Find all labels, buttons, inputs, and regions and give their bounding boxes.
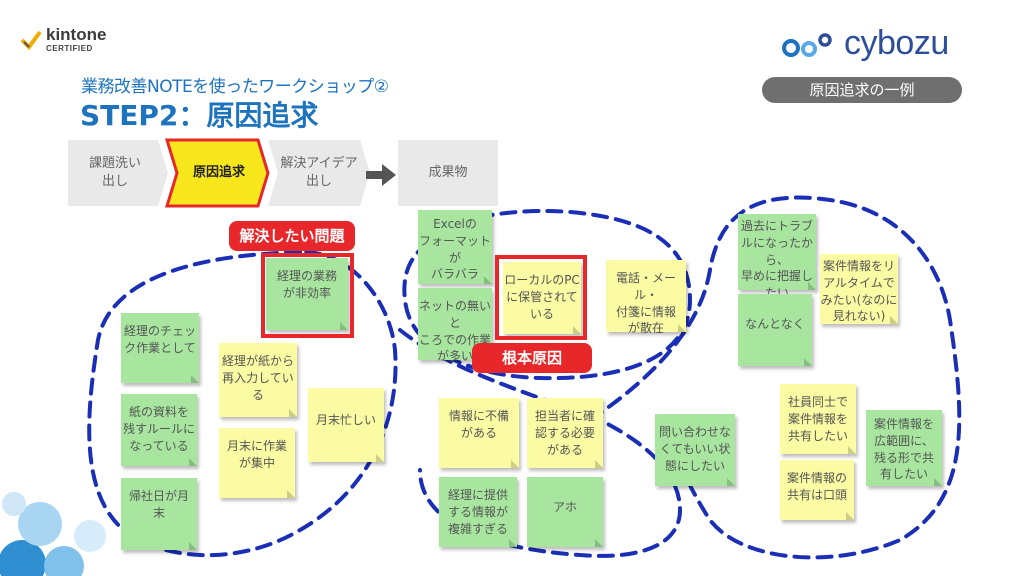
sticky-note: 帰社日が月 末 bbox=[121, 478, 197, 550]
step-deliverable: 成果物 bbox=[398, 140, 498, 206]
note-text: 経理の業務 が非効率 bbox=[276, 269, 337, 300]
note-text: 情報に不備 がある bbox=[448, 409, 509, 440]
sticky-note: 紙の資料を 残すルールに なっている bbox=[121, 394, 197, 466]
example-badge: 原因追求の一例 bbox=[762, 77, 962, 103]
sticky-note: 過去にトラブ ルになったから、 早めに把握し たい bbox=[738, 214, 816, 300]
note-text: 案件情報を 広範囲に、 残る形で共 有したい bbox=[873, 417, 934, 482]
sticky-note: 案件情報をリ アルタイムで みたい(なのに 見れない) bbox=[820, 254, 898, 324]
sticky-note: なんとなく bbox=[738, 294, 812, 366]
step-issue-listing: 課題洗い 出し bbox=[70, 140, 160, 206]
note-text: ネットの無いと ころでの作業 が多い bbox=[418, 299, 491, 364]
note-text: 月末に作業 が集中 bbox=[226, 439, 287, 470]
note-text: アホ bbox=[552, 500, 577, 514]
note-text: 案件情報をリ アルタイムで みたい(なのに 見れない) bbox=[820, 259, 898, 324]
step-label: 課題洗い 出し bbox=[88, 156, 141, 189]
sticky-note: 社員同士で 案件情報を 共有したい bbox=[780, 384, 856, 454]
sticky-note: アホ bbox=[527, 477, 603, 547]
note-text: 月末忙しい bbox=[315, 413, 376, 427]
problem-label: 解決したい問題 bbox=[229, 221, 355, 251]
note-text: 問い合わせな くてもいい状 態にしたい bbox=[658, 425, 731, 473]
step-solution-ideas: 解決アイデア 出し bbox=[276, 140, 362, 206]
cybozu-wordmark: cybozu bbox=[844, 24, 949, 62]
cybozu-logo: cybozu bbox=[782, 24, 949, 63]
kintone-certified-logo: kintone CERTIFIED bbox=[20, 26, 106, 53]
certified-label: CERTIFIED bbox=[46, 44, 93, 53]
problem-highlight-box bbox=[261, 253, 354, 338]
note-text: 過去にトラブ ルになったから、 早めに把握し たい bbox=[740, 219, 813, 300]
sticky-note: 情報に不備 がある bbox=[439, 398, 519, 468]
note-text: 社員同士で 案件情報を 共有したい bbox=[787, 395, 848, 443]
sticky-note: 問い合わせな くてもいい状 態にしたい bbox=[655, 414, 735, 486]
decorative-circles bbox=[0, 492, 106, 576]
right-arrow-icon bbox=[366, 164, 396, 186]
note-text: なんとなく bbox=[745, 317, 805, 331]
kintone-wordmark: kintone bbox=[46, 25, 107, 44]
root-cause-highlight-box bbox=[495, 255, 587, 340]
note-text: 経理に提供 する情報が 複雑すぎる bbox=[447, 488, 508, 536]
sticky-note: 月末忙しい bbox=[308, 388, 384, 462]
note-text: 帰社日が月 末 bbox=[128, 489, 189, 520]
sticky-note: ローカルのPC に保管されて いる bbox=[503, 262, 581, 334]
root-cause-label: 根本原因 bbox=[472, 343, 592, 373]
note-text: 担当者に確 認する必要 がある bbox=[534, 409, 595, 457]
step-label: 成果物 bbox=[428, 165, 468, 181]
sticky-note: 担当者に確 認する必要 がある bbox=[527, 398, 603, 468]
note-text: 案件情報の 共有は口頭 bbox=[786, 471, 847, 502]
sticky-note: 案件情報を 広範囲に、 残る形で共 有したい bbox=[866, 410, 942, 486]
page-title: STEP2：原因追求 bbox=[80, 99, 319, 132]
sticky-note: 経理に提供 する情報が 複雑すぎる bbox=[439, 477, 517, 547]
sticky-note: 経理が紙から 再入力してい る bbox=[219, 343, 297, 417]
note-text: ローカルのPC に保管されて いる bbox=[504, 273, 580, 321]
note-text: 紙の資料を 残すルールに なっている bbox=[122, 405, 195, 453]
note-text: Excelの フォーマットが バラバラ bbox=[418, 217, 491, 282]
sticky-note: 電話・メール・ 付箋に情報 が散在 bbox=[606, 260, 686, 335]
sticky-note: Excelの フォーマットが バラバラ bbox=[418, 210, 492, 284]
cybozu-circles-icon bbox=[782, 32, 832, 57]
page-subtitle: 業務改善NOTEを使ったワークショップ② bbox=[81, 77, 389, 97]
sticky-note: 月末に作業 が集中 bbox=[219, 428, 295, 498]
step-cause-analysis: 原因追求 bbox=[178, 140, 260, 206]
sticky-note: 経理のチェッ ク作業として bbox=[121, 313, 199, 383]
note-text: 電話・メール・ 付箋に情報 が散在 bbox=[615, 271, 676, 336]
note-text: 経理が紙から 再入力してい る bbox=[221, 354, 294, 402]
step-label: 解決アイデア 出し bbox=[280, 156, 358, 189]
sticky-note: 経理の業務 が非効率 bbox=[266, 258, 348, 330]
check-icon bbox=[20, 30, 42, 50]
step-label: 原因追求 bbox=[192, 165, 245, 181]
sticky-note: 案件情報の 共有は口頭 bbox=[780, 460, 854, 520]
note-text: 経理のチェッ ク作業として bbox=[123, 324, 196, 355]
sticky-note: ネットの無いと ころでの作業 が多い bbox=[418, 288, 492, 363]
